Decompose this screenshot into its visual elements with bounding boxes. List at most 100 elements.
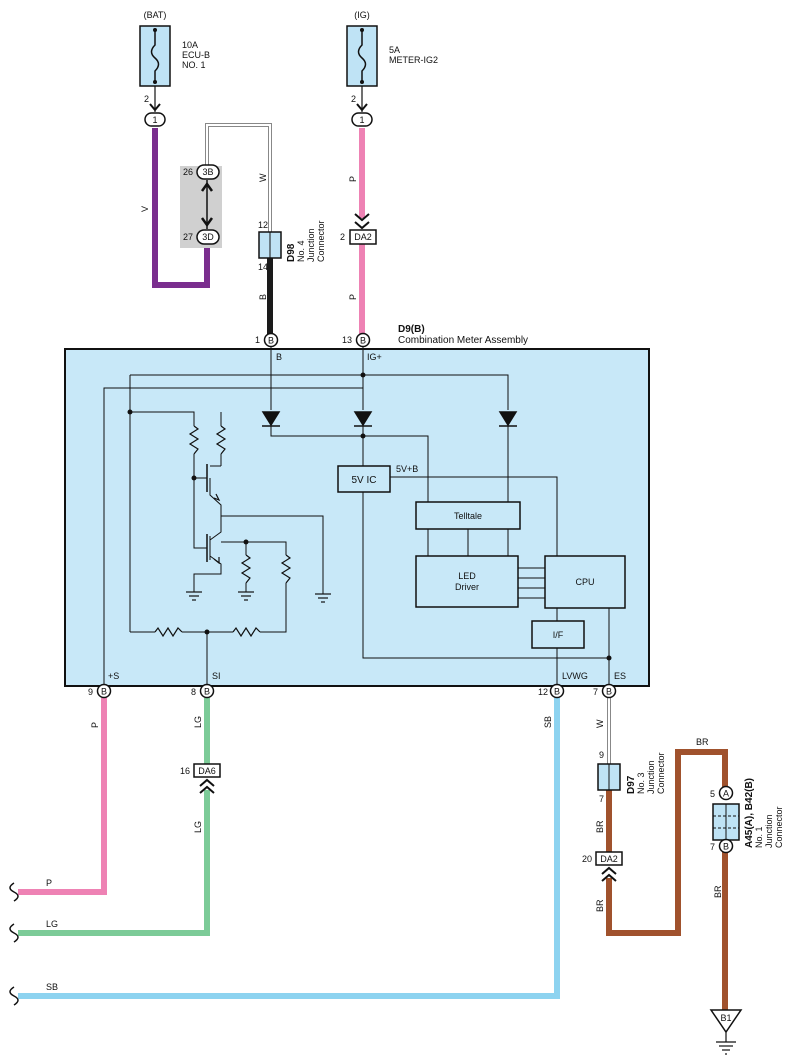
meter-pin-ig-label: IG+	[367, 352, 382, 362]
meter-pin-s-label: +S	[108, 671, 119, 681]
d97-pin-top: 9	[599, 750, 604, 760]
block-if: I/F	[531, 620, 585, 649]
wire-label-lg2: LG	[193, 821, 203, 833]
a45-line1: No. 1	[754, 826, 764, 848]
d98-line1: No. 4	[296, 240, 306, 262]
block-telltale-label: Telltale	[454, 511, 482, 521]
block-cpu-label: CPU	[575, 577, 594, 587]
meter-pin-b-conn: B	[268, 336, 274, 346]
d98-id: D98	[286, 243, 297, 262]
wire-pink-s	[18, 698, 107, 895]
d98-pin-top: 12	[258, 220, 268, 230]
d98-pin-bottom: 14	[258, 262, 268, 272]
a45-id: A45(A), B42(B)	[744, 778, 755, 848]
wire-color-labels: V W B P P P LG LG SB W BR BR BR BR P LG …	[46, 173, 723, 992]
block-if-label: I/F	[553, 630, 564, 640]
ground-b1-label: B1	[720, 1013, 731, 1023]
a45-pin-bottom: 7	[710, 842, 715, 852]
ig-rating: 5A	[389, 45, 400, 55]
wire-label-w1: W	[258, 173, 268, 182]
inline-connector-da2-bottom: DA2 20	[582, 851, 623, 882]
a45-line3: Connector	[774, 806, 784, 848]
ig-fuse-name: METER-IG2	[389, 55, 438, 65]
da2-top-name: DA2	[354, 232, 372, 242]
ig-conn: 1	[359, 115, 364, 125]
a45-pin-top: 5	[710, 789, 715, 799]
d98-line2: Junction	[306, 228, 316, 262]
block-5v-ic: 5V IC 5V+B	[337, 464, 418, 493]
d97-id: D97	[626, 775, 637, 794]
meter-pin-si-label: SI	[212, 671, 221, 681]
wire-label-w2: W	[595, 719, 605, 728]
meter-pin-lvwg: LVWG 12 B	[538, 671, 588, 699]
circuit-junction-dots	[127, 372, 612, 661]
terminal-mark-p	[9, 882, 19, 902]
da2-bottom-pin: 20	[582, 854, 592, 864]
wire-label-br4: BR	[713, 885, 723, 898]
meter-pin-lvwg-label: LVWG	[562, 671, 588, 681]
da2-top-pin: 2	[340, 232, 345, 242]
jb-3d-pin: 27	[183, 232, 193, 242]
inline-connector-da6: DA6 16	[180, 763, 221, 794]
wire-green-si-2	[18, 790, 210, 936]
block-telltale: Telltale	[415, 501, 521, 530]
jb-3b-pin: 26	[183, 167, 193, 177]
bat-label: (BAT)	[144, 10, 167, 20]
wire-lightblue-sb	[18, 698, 560, 999]
wire-label-br2: BR	[595, 899, 605, 912]
wire-label-p2: P	[348, 294, 358, 300]
transistor-symbols	[206, 464, 221, 565]
wire-label-p-left: P	[90, 722, 100, 728]
meter-pin-b: 1 B B	[255, 332, 282, 362]
meter-pin-es: ES 7 B	[593, 671, 626, 699]
jb-3b-conn: 3B	[202, 167, 213, 177]
wire-label-br3: BR	[696, 737, 709, 747]
terminal-mark-lg	[9, 923, 19, 943]
diode-symbols	[261, 411, 518, 427]
junction-d97: 9 7 D97 No. 3 Junction Connector	[597, 750, 666, 804]
bat-pin: 2	[144, 94, 149, 104]
da6-pin: 16	[180, 766, 190, 776]
bat-conn: 1	[152, 115, 157, 125]
meter-pin-si: SI 8 B	[191, 671, 221, 699]
terminal-label-sb: SB	[46, 982, 58, 992]
inline-connector-da2-top: DA2 2	[340, 213, 377, 245]
fuse-ig: (IG) 5A METER-IG2 2 1	[346, 10, 438, 127]
block-5v-ic-label: 5V IC	[351, 475, 376, 486]
terminal-mark-sb	[9, 986, 19, 1006]
block-driver-label: Driver	[455, 582, 479, 592]
meter-pin-ig-num: 13	[342, 335, 352, 345]
meter-pin-ig-conn: B	[360, 336, 366, 346]
meter-pin-s: +S 9 B	[88, 671, 119, 699]
wire-label-lg1: LG	[193, 716, 203, 728]
terminal-label-p: P	[46, 878, 52, 888]
meter-name: Combination Meter Assembly	[398, 335, 528, 346]
meter-pin-b-label: B	[276, 352, 282, 362]
wires	[9, 123, 728, 1010]
meter-pin-si-conn: B	[204, 687, 210, 697]
combination-meter-assembly: D9(B) Combination Meter Assembly 1 B B 1…	[64, 324, 650, 699]
d97-pin-bottom: 7	[599, 794, 604, 804]
bat-rating: 10A	[182, 40, 198, 50]
wire-brown-loop	[606, 749, 728, 936]
a45-pin-top-conn: A	[723, 789, 729, 799]
meter-pin-es-conn: B	[606, 687, 612, 697]
da2-bottom-name: DA2	[600, 854, 618, 864]
wire-violet	[152, 128, 210, 288]
meter-pin-lvwg-num: 12	[538, 687, 548, 697]
wire-label-v: V	[140, 206, 150, 212]
d97-line1: No. 3	[636, 772, 646, 794]
block-cpu: CPU	[544, 555, 626, 609]
ig-label: (IG)	[354, 10, 370, 20]
da6-name: DA6	[198, 766, 216, 776]
meter-pin-ig: 13 B IG+	[342, 332, 382, 362]
wire-label-sb: SB	[543, 716, 553, 728]
terminal-label-lg: LG	[46, 919, 58, 929]
wire-label-b: B	[258, 294, 268, 300]
block-led-label: LED	[458, 571, 476, 581]
bat-fuse-name: ECU-B	[182, 50, 210, 60]
meter-pin-si-num: 8	[191, 687, 196, 697]
a45-line2: Junction	[764, 814, 774, 848]
d98-line3: Connector	[316, 220, 326, 262]
